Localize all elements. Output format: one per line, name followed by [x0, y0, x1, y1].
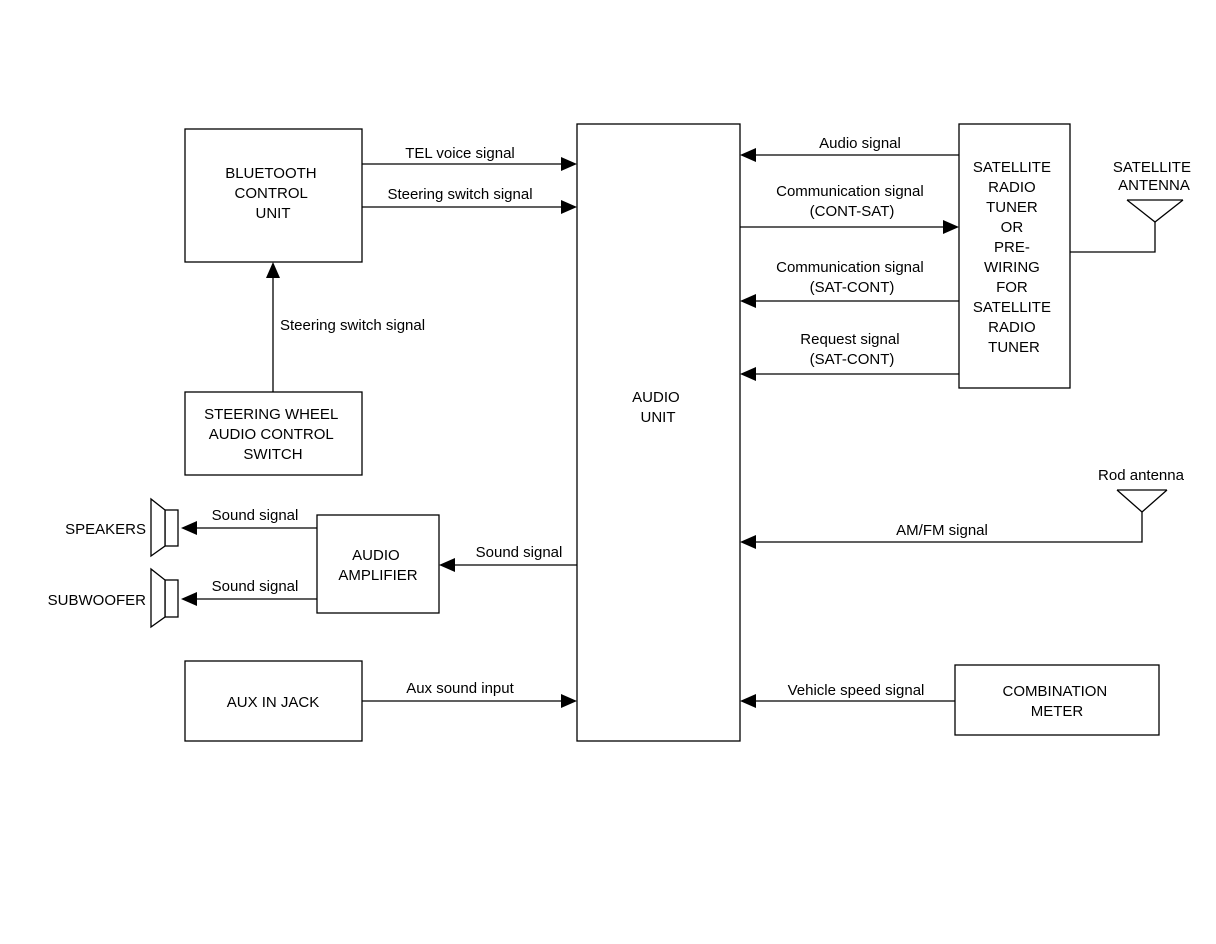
steering-switch-to-bluetooth-line: Steering switch signal	[266, 262, 425, 392]
tel-voice-signal-line: TEL voice signal	[362, 145, 577, 171]
am-fm-signal-label: AM/FM signal	[896, 522, 988, 539]
satellite-antenna-icon	[1126, 199, 1184, 223]
audio-unit-block: AUDIO UNIT	[576, 123, 741, 742]
rod-antenna-icon	[1116, 489, 1168, 513]
bluetooth-control-unit-block: BLUETOOTH CONTROL UNIT	[184, 128, 363, 263]
aux-sound-input-line: Aux sound input	[362, 680, 577, 708]
satellite-antenna: SATELLITE ANTENNA	[1070, 159, 1195, 253]
satellite-audio-signal-line: Audio signal	[740, 135, 959, 162]
vehicle-speed-signal-label: Vehicle speed signal	[788, 682, 925, 699]
steering-switch-to-audio-line: Steering switch signal	[362, 186, 577, 214]
satellite-antenna-label: SATELLITE ANTENNA	[1113, 159, 1195, 194]
communication-cont-sat-line: Communication signal (CONT-SAT)	[740, 183, 959, 234]
steering-switch-to-audio-label: Steering switch signal	[387, 186, 532, 203]
audio-amplifier-label: AUDIO AMPLIFIER	[338, 547, 417, 584]
rod-antenna-label: Rod antenna	[1098, 467, 1185, 484]
satellite-radio-tuner-block: SATELLITE RADIO TUNER OR PRE- WIRING FOR…	[958, 123, 1071, 389]
request-signal-line: Request signal (SAT-CONT)	[740, 331, 959, 381]
sound-amplifier-to-subwoofer-line: Sound signal	[181, 578, 317, 606]
request-signal-label: Request signal (SAT-CONT)	[800, 331, 903, 368]
subwoofer: SUBWOOFER	[48, 567, 179, 629]
subwoofer-label: SUBWOOFER	[48, 592, 147, 609]
subwoofer-speaker-icon	[150, 567, 179, 629]
sound-amplifier-to-subwoofer-label: Sound signal	[212, 578, 299, 595]
communication-cont-sat-label: Communication signal (CONT-SAT)	[776, 183, 928, 220]
communication-sat-cont-label: Communication signal (SAT-CONT)	[776, 259, 928, 296]
sound-amplifier-to-speakers-line: Sound signal	[181, 507, 317, 535]
communication-sat-cont-line: Communication signal (SAT-CONT)	[740, 259, 959, 308]
audio-unit-label: AUDIO UNIT	[632, 389, 684, 426]
steering-wheel-audio-control-switch-block: STEERING WHEEL AUDIO CONTROL SWITCH	[184, 391, 363, 476]
vehicle-speed-signal-line: Vehicle speed signal	[740, 682, 955, 708]
speaker-icon	[150, 497, 179, 558]
steering-switch-label: STEERING WHEEL AUDIO CONTROL SWITCH	[204, 406, 342, 463]
speakers-label: SPEAKERS	[65, 521, 146, 538]
steering-switch-to-bluetooth-label: Steering switch signal	[280, 317, 425, 334]
tel-voice-signal-label: TEL voice signal	[405, 145, 515, 162]
satellite-radio-tuner-label: SATELLITE RADIO TUNER OR PRE- WIRING FOR…	[973, 159, 1055, 356]
speakers: SPEAKERS	[65, 497, 179, 558]
audio-amplifier-block: AUDIO AMPLIFIER	[316, 514, 440, 614]
satellite-audio-signal-label: Audio signal	[819, 135, 901, 152]
bluetooth-control-unit-label: BLUETOOTH CONTROL UNIT	[225, 165, 321, 222]
aux-sound-input-label: Aux sound input	[406, 680, 514, 697]
rod-antenna: Rod antenna	[1098, 467, 1185, 513]
sound-amplifier-to-speakers-label: Sound signal	[212, 507, 299, 524]
sound-unit-to-amplifier-line: Sound signal	[439, 544, 577, 572]
sound-unit-to-amplifier-label: Sound signal	[476, 544, 563, 561]
aux-in-jack-block: AUX IN JACK	[184, 660, 363, 742]
aux-in-jack-label: AUX IN JACK	[227, 694, 320, 711]
am-fm-signal-line: AM/FM signal	[740, 512, 1143, 549]
combination-meter-label: COMBINATION METER	[1003, 683, 1112, 720]
combination-meter-block: COMBINATION METER	[954, 664, 1160, 736]
